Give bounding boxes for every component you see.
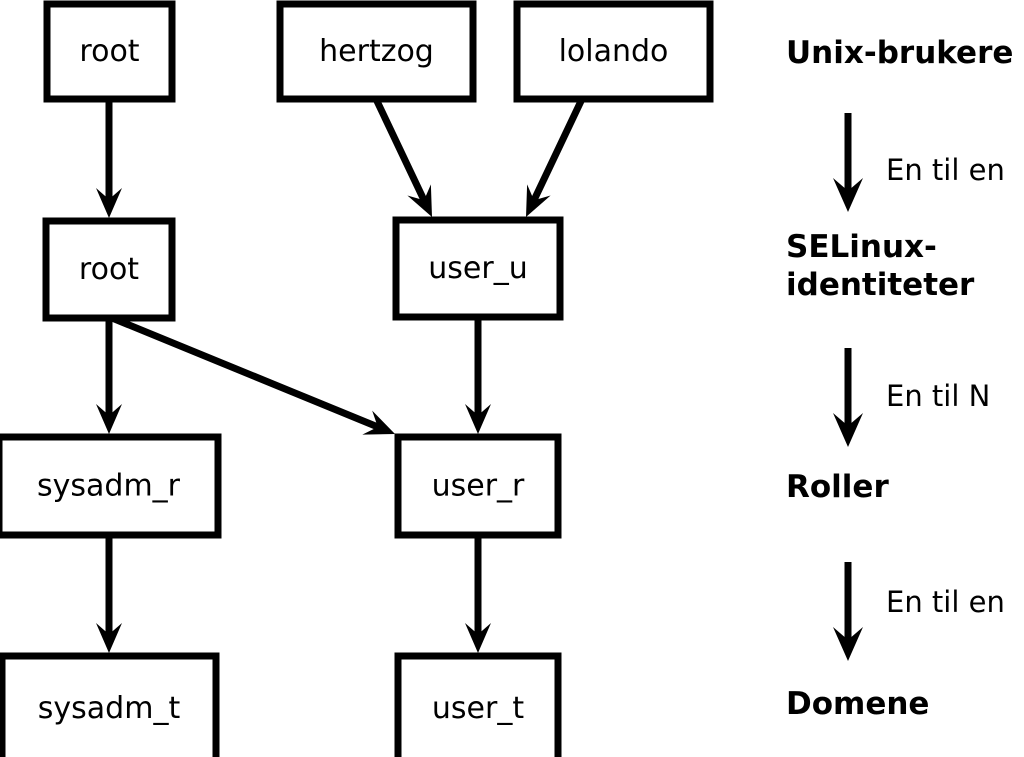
legend-tier-line: Roller <box>786 469 889 505</box>
node-sel_user_u[interactable]: user_u <box>392 216 564 321</box>
legend-relation-rel-one-to-one-b: En til en <box>833 562 1005 661</box>
edge-line <box>372 97 429 204</box>
node-label: user_u <box>428 251 527 286</box>
node-unix_root[interactable]: root <box>43 0 176 103</box>
legend-tier-tier-selinux-identities: SELinux-identiteter <box>786 229 975 303</box>
legend-relation-label: En til en <box>886 153 1005 187</box>
node-role_user[interactable]: user_r <box>394 433 562 539</box>
node-box[interactable] <box>42 217 176 322</box>
node-box[interactable] <box>276 0 477 103</box>
edge-sel_root-to-role_sysadm <box>96 318 122 434</box>
legend-arrowhead <box>833 627 863 661</box>
legend-layer: Unix-brukereSELinux-identiteterRollerDom… <box>786 35 1013 722</box>
legend-arrowhead <box>833 413 863 447</box>
legend-tier-tier-domains: Domene <box>786 686 929 722</box>
legend-tier-tier-unix-users: Unix-brukere <box>786 35 1013 71</box>
node-box[interactable] <box>392 216 564 321</box>
edge-sel_user_u-to-role_user <box>465 317 491 434</box>
legend-tier-line: Unix-brukere <box>786 35 1013 71</box>
legend-relation-label: En til en <box>886 585 1005 619</box>
edge-arrowhead <box>96 623 122 653</box>
node-box[interactable] <box>0 433 222 539</box>
node-label: sysadm_t <box>38 691 181 726</box>
edge-arrowhead <box>465 623 491 653</box>
legend-relation-rel-one-to-n: En til N <box>833 348 990 447</box>
node-label: lolando <box>559 34 669 69</box>
edges-layer <box>96 97 586 653</box>
edge-arrowhead <box>526 184 551 217</box>
edge-sel_root-to-role_user <box>110 314 395 435</box>
node-label: root <box>79 252 139 287</box>
edge-arrowhead <box>362 410 395 435</box>
legend-tier-line: Domene <box>786 686 929 722</box>
node-label: user_r <box>432 469 525 504</box>
node-unix_hertzog[interactable]: hertzog <box>276 0 477 103</box>
edge-arrowhead <box>96 188 122 218</box>
edge-arrowhead <box>407 184 432 217</box>
edge-line <box>529 97 586 204</box>
legend-relation-label: En til N <box>886 379 990 413</box>
node-box[interactable] <box>43 0 176 103</box>
node-dom_sysadm[interactable]: sysadm_t <box>0 652 220 757</box>
edge-unix_root-to-sel_root <box>96 99 122 218</box>
node-label: hertzog <box>319 34 434 69</box>
node-box[interactable] <box>394 652 562 757</box>
legend-arrowhead <box>833 178 863 212</box>
edge-role_user-to-dom_user <box>465 535 491 653</box>
node-sel_root[interactable]: root <box>42 217 176 322</box>
node-label: user_t <box>432 691 524 726</box>
node-label: root <box>79 34 139 69</box>
legend-tier-tier-roles: Roller <box>786 469 889 505</box>
legend-tier-line: identiteter <box>786 267 975 303</box>
edge-arrowhead <box>96 404 122 434</box>
legend-tier-line: SELinux- <box>786 229 937 265</box>
node-role_sysadm[interactable]: sysadm_r <box>0 433 222 539</box>
node-dom_user[interactable]: user_t <box>394 652 562 757</box>
node-unix_lolando[interactable]: lolando <box>513 0 714 103</box>
edge-line <box>110 314 382 431</box>
edge-arrowhead <box>465 404 491 434</box>
edge-role_sysadm-to-dom_sysadm <box>96 535 122 653</box>
node-box[interactable] <box>394 433 562 539</box>
node-box[interactable] <box>513 0 714 103</box>
node-label: sysadm_r <box>37 469 181 504</box>
edge-unix_lolando-to-sel_user_u <box>526 97 586 217</box>
edge-unix_hertzog-to-sel_user_u <box>372 97 432 217</box>
node-box[interactable] <box>0 652 220 757</box>
legend-relation-rel-one-to-one-a: En til en <box>833 113 1005 212</box>
